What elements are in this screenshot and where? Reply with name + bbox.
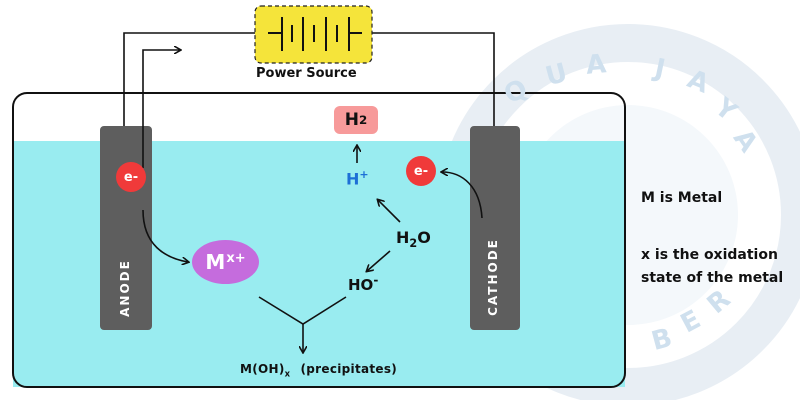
cathode-electron: e- [406,156,436,186]
h-plus-ion: H+ [346,168,369,188]
precipitate-note: (precipitates) [300,362,398,376]
metal-ion-sup: x+ [226,250,246,266]
h-plus-base: H [346,169,360,189]
anode-to-ion-arrow [142,209,188,262]
h-plus-sup: + [359,168,369,181]
precipitate-label: M(OH)x (precipitates) [240,362,397,378]
hydroxide-ion: HO- [348,273,378,294]
note-oxidation: x is the oxidation state of the metal [641,244,783,290]
water-to-hydroxide-arrow [367,250,391,271]
precipitate-sub: x [284,368,291,379]
battery-cells [268,17,362,51]
water-base: H [396,228,410,247]
note-oxidation-line2: state of the metal [641,270,784,286]
water-molecule: H2O [396,228,431,250]
h2-sub: 2 [358,113,368,127]
note-metal: M is Metal [641,190,723,206]
anode-label: ANODE [118,259,132,317]
wire-left [123,32,268,126]
metal-ion-base: M [205,250,226,274]
cathode-electron-arrow [442,172,483,219]
hydroxide-sup: - [373,273,379,287]
hydroxide-base: HO [348,276,374,294]
precipitate-base: M(OH) [240,362,285,376]
water-sub: 2 [409,237,418,251]
cathode-label: CATHODE [486,238,500,316]
water-to-hplus-arrow [378,200,401,223]
h2-base: H [344,110,359,130]
tank [12,92,626,388]
anode-electron: e- [116,162,146,192]
water-tail: O [417,228,431,247]
cathode-electrode [470,126,520,330]
note-oxidation-line1: x is the oxidation [641,247,778,263]
power-source-label: Power Source [256,66,357,81]
wire-right [362,32,495,126]
watermark-letter: A [584,49,608,81]
electron-flow-arrow [142,50,180,168]
